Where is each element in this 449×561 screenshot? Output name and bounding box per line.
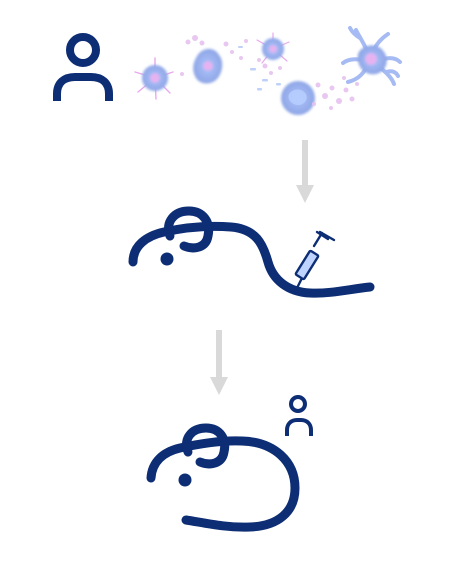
cytokine-particles-icon [180, 35, 359, 110]
immune-cell-icon [193, 48, 223, 84]
step-3-humanized-mouse [146, 395, 313, 532]
mouse-icon [128, 206, 375, 298]
human-icon [53, 33, 113, 101]
immune-cell-icon [256, 32, 290, 64]
step-1-human-immune-cells [53, 26, 402, 115]
immune-cell-icon [281, 81, 315, 115]
step-2-cell-injection [128, 206, 375, 298]
dendritic-cell-icon [341, 26, 402, 86]
down-arrow [296, 140, 314, 203]
human-icon [285, 395, 313, 436]
immune-cell-icon [134, 57, 174, 100]
syringe-icon [294, 230, 336, 290]
mouse-icon [146, 423, 300, 532]
down-arrow [210, 330, 228, 395]
